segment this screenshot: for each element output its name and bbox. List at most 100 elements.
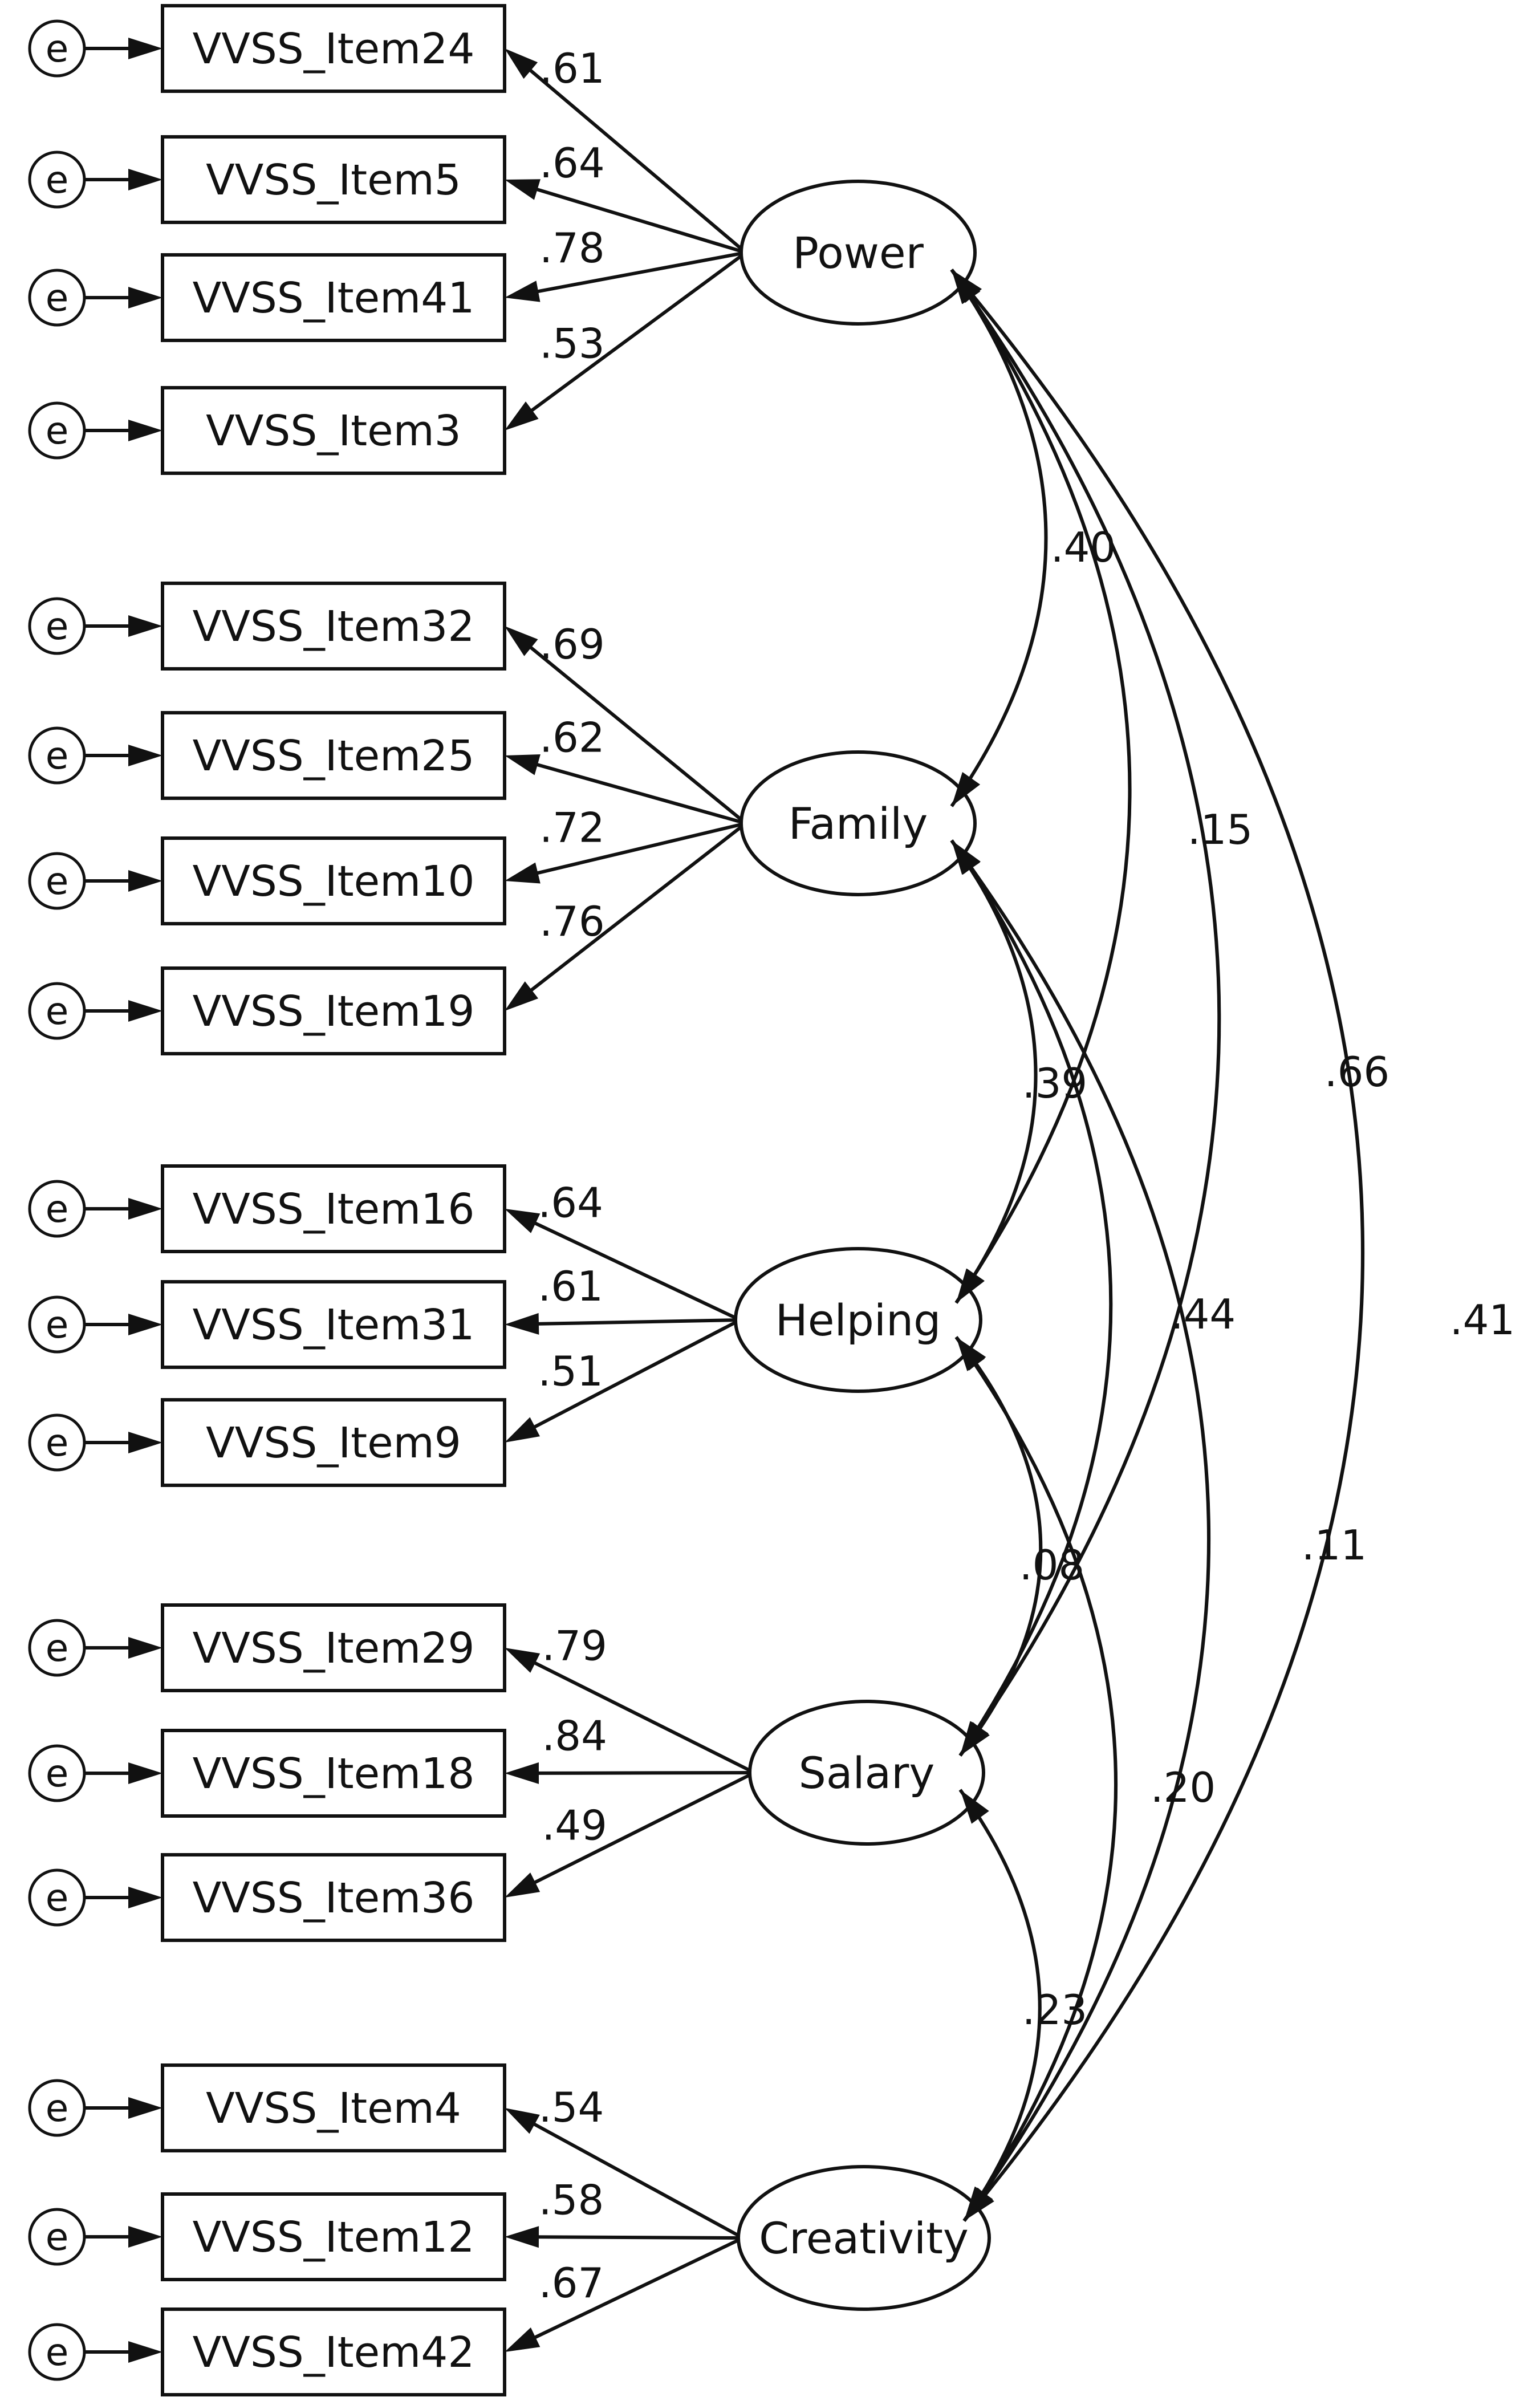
loading-value: .84 xyxy=(542,1712,607,1760)
error-term-label: e xyxy=(46,276,69,320)
error-term-label: e xyxy=(46,158,69,202)
indicator-label: VVSS_Item3 xyxy=(206,407,461,456)
indicator-box xyxy=(161,1603,506,1692)
loading-path xyxy=(535,2235,743,2240)
correlation-arc xyxy=(958,1789,1042,2222)
correlation-arc xyxy=(950,269,1221,1757)
loading-value: .61 xyxy=(538,1262,603,1310)
factor-creativity xyxy=(28,2063,991,2396)
error-term-label: e xyxy=(46,2330,69,2374)
error-term-label: e xyxy=(46,1876,69,1920)
error-arrow-head xyxy=(128,420,162,441)
loading-arrow-head xyxy=(505,754,541,775)
factor-name: Family xyxy=(789,798,928,849)
correlation-value: .39 xyxy=(1022,1059,1088,1107)
error-term xyxy=(28,2323,86,2381)
error-term-label: e xyxy=(46,989,69,1033)
latent-factor xyxy=(737,2165,991,2311)
indicator-label: VVSS_Item29 xyxy=(193,1624,475,1673)
error-term xyxy=(28,269,86,327)
loading-value: .53 xyxy=(539,320,605,368)
error-term xyxy=(28,597,86,655)
correlation-value: .11 xyxy=(1302,1521,1367,1569)
error-arrow-head xyxy=(128,38,162,59)
latent-factor xyxy=(739,750,977,896)
loading-path xyxy=(534,187,746,254)
loading-path xyxy=(535,251,746,294)
correlation-arrow-head xyxy=(956,1268,985,1303)
indicator-box xyxy=(161,135,506,224)
error-term xyxy=(28,1413,86,1472)
loading-value: .67 xyxy=(539,2259,604,2307)
indicator-label: VVSS_Item9 xyxy=(206,1419,461,1468)
factor-name: Helping xyxy=(775,1295,941,1346)
loading-value: .49 xyxy=(542,1802,607,1850)
error-term xyxy=(28,1619,86,1677)
indicator-box xyxy=(161,836,506,925)
indicator-label: VVSS_Item12 xyxy=(193,2213,475,2262)
correlation-arrow-head xyxy=(960,1790,989,1824)
correlation-arc xyxy=(950,269,1365,2222)
error-term xyxy=(28,852,86,910)
error-arrow-head xyxy=(128,745,162,766)
correlation-arrow-head xyxy=(964,2187,993,2221)
error-arrow-head xyxy=(128,1314,162,1335)
correlation-value: .23 xyxy=(1022,1986,1088,2034)
loading-arrow-head xyxy=(505,1762,539,1784)
loading-path xyxy=(531,2121,744,2240)
correlation-arc xyxy=(950,269,1132,1304)
loading-arrow-head xyxy=(505,2226,539,2248)
error-term-label: e xyxy=(46,1303,69,1347)
indicator-box xyxy=(161,253,506,342)
error-term-label: e xyxy=(46,734,69,778)
loading-value: .62 xyxy=(539,713,605,761)
error-arrow-head xyxy=(128,1637,162,1659)
factor-name: Power xyxy=(793,228,924,278)
error-term-label: e xyxy=(46,1421,69,1465)
loading-path xyxy=(528,822,747,993)
loading-path xyxy=(532,2236,744,2340)
correlation-value: .44 xyxy=(1171,1290,1236,1338)
loading-arrow-head xyxy=(505,626,538,656)
factor-family xyxy=(28,582,977,1055)
loading-value: .61 xyxy=(539,44,605,92)
correlation-arc xyxy=(950,839,1113,1757)
loading-path xyxy=(527,644,747,825)
error-term xyxy=(28,151,86,209)
error-arrow-head xyxy=(128,1198,162,1220)
error-arrow-head xyxy=(128,287,162,308)
error-term-label: e xyxy=(46,1187,69,1231)
error-term xyxy=(28,19,86,78)
correlation-value: .66 xyxy=(1324,1048,1390,1096)
loading-path xyxy=(531,1771,755,1886)
correlation-arcs xyxy=(950,269,1365,2222)
correlation-arrow-head xyxy=(952,771,981,806)
indicator-label: VVSS_Item42 xyxy=(193,2328,475,2377)
loading-arrow-head xyxy=(505,862,541,884)
error-term xyxy=(28,726,86,785)
correlation-value: .15 xyxy=(1188,806,1253,854)
latent-factor xyxy=(734,1247,982,1393)
correlation-arc xyxy=(950,269,1048,807)
indicator-box xyxy=(161,2063,506,2152)
loading-path xyxy=(532,1220,741,1322)
loading-path xyxy=(527,67,747,254)
loading-path xyxy=(531,1660,755,1774)
loading-value: .58 xyxy=(539,2176,604,2224)
loading-arrow-head xyxy=(505,1648,541,1673)
indicator-label: VVSS_Item19 xyxy=(193,987,475,1036)
loading-paths xyxy=(84,47,755,2354)
correlation-value: .08 xyxy=(1019,1541,1085,1589)
loading-path xyxy=(534,762,746,825)
factor-name: Creativity xyxy=(759,2213,969,2264)
loading-path xyxy=(535,1318,741,1326)
indicator-box xyxy=(161,1164,506,1253)
indicator-label: VVSS_Item24 xyxy=(193,25,475,74)
error-arrow-head xyxy=(128,1887,162,1908)
indicator-box xyxy=(161,4,506,93)
error-arrow-head xyxy=(128,870,162,892)
correlation-arc xyxy=(950,839,1211,2222)
loading-value: .51 xyxy=(538,1347,603,1395)
loading-arrow-head xyxy=(505,401,539,430)
